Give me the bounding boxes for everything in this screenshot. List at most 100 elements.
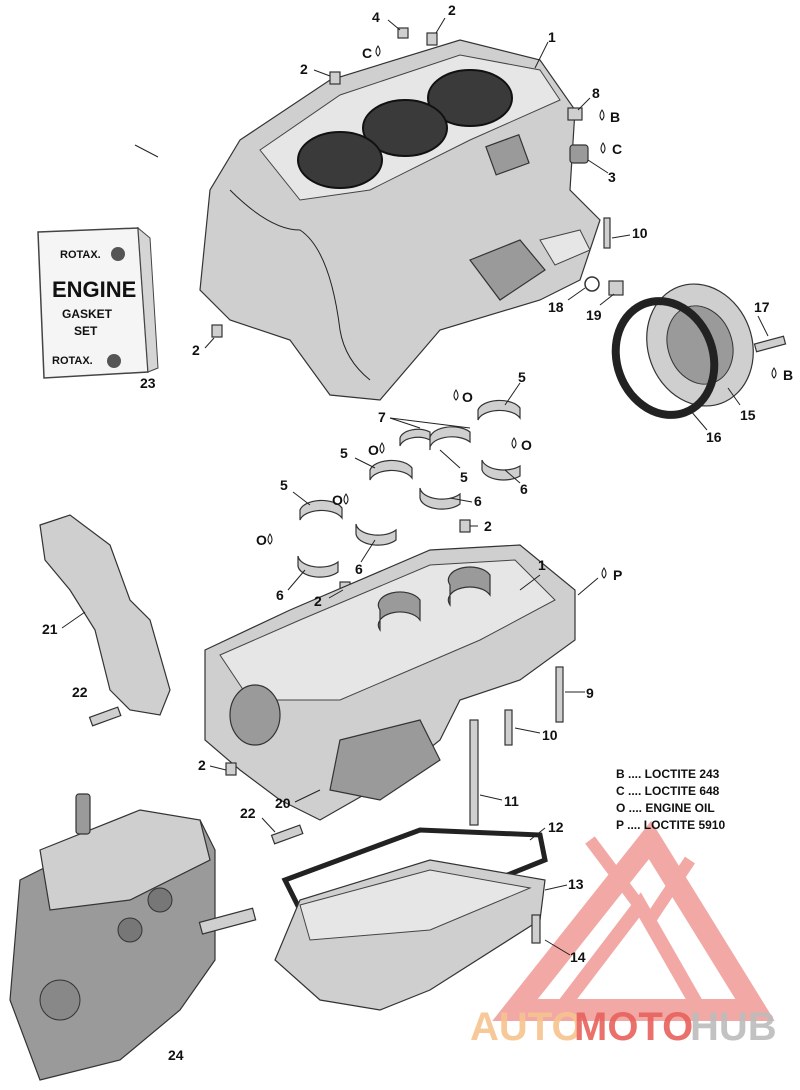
drop-icon: [600, 142, 606, 154]
callout-4: 4: [372, 9, 380, 25]
drop-icon: [601, 567, 607, 579]
legend-line-b: B .... LOCTITE 243: [616, 767, 720, 781]
callout-18: 18: [548, 299, 564, 315]
plug-4: [397, 27, 409, 39]
watermark-text: AUTO MOTO HUB: [470, 1005, 777, 1049]
leader-lines: [61, 17, 769, 956]
callout-7: 7: [378, 409, 386, 425]
callout-1-low: 1: [538, 557, 546, 573]
symbol-b-17: B: [783, 367, 793, 383]
bolt-22-upper: [88, 706, 122, 727]
legend-line-o: O .... ENGINE OIL: [616, 801, 715, 815]
drop-icon: [771, 367, 777, 379]
callout-2-left: 2: [300, 61, 308, 77]
brp-logo-icon: [111, 247, 125, 261]
watermark-text-auto: AUTO: [470, 1005, 583, 1049]
callout-2-mid-left: 2: [192, 342, 200, 358]
drop-icon: [511, 437, 517, 449]
callout-9: 9: [586, 685, 594, 701]
engine-assembly-24: [9, 793, 257, 1081]
plug-2-mid: [459, 519, 471, 533]
callout-labels: 1 2 2 4 8 3 10 18 19 17 15 16 2 23 5 7 5…: [42, 2, 770, 1063]
callout-8: 8: [592, 85, 600, 101]
callout-2-low: 2: [314, 593, 322, 609]
substance-symbols: C B C B P O O O O O: [256, 45, 793, 583]
symbol-o-c: O: [521, 437, 532, 453]
fitting-19: [608, 280, 624, 296]
callout-10-low: 10: [542, 727, 558, 743]
callout-2-bottom: 2: [198, 757, 206, 773]
gasket-kit-brand-bottom: ROTAX.: [52, 355, 93, 367]
oring-18: [584, 276, 600, 292]
legend-line-c: C .... LOCTITE 648: [616, 784, 720, 798]
bolt-11: [469, 719, 479, 826]
bolt-14: [531, 914, 541, 944]
callout-17: 17: [754, 299, 770, 315]
plug-2-left-top: [329, 71, 341, 85]
callout-1-top: 1: [548, 29, 556, 45]
gasket-16: [611, 297, 719, 419]
callout-22-b: 22: [240, 805, 256, 821]
callout-15: 15: [740, 407, 756, 423]
watermark-text-hub: HUB: [690, 1005, 777, 1049]
callout-13: 13: [568, 876, 584, 892]
symbol-o-a: O: [462, 389, 473, 405]
callout-5-c: 5: [460, 469, 468, 485]
drop-icon: [375, 45, 381, 57]
gasket-set-card: ROTAX. ENGINE GASKET SET ROTAX.: [37, 226, 159, 379]
crankcase-lower: [204, 544, 576, 821]
callout-6-a: 6: [520, 481, 528, 497]
gasket-kit-title: ENGINE: [52, 277, 136, 302]
callout-12: 12: [548, 819, 564, 835]
gasket-kit-line3: SET: [74, 324, 98, 338]
drop-icon: [453, 389, 459, 401]
drop-icon: [379, 442, 385, 454]
callout-11: 11: [504, 793, 519, 809]
callout-6-c: 6: [355, 561, 363, 577]
callout-5-a: 5: [518, 369, 526, 385]
callout-5-d: 5: [280, 477, 288, 493]
callout-16: 16: [706, 429, 722, 445]
drop-icon: [267, 533, 273, 545]
sleeve-3: [569, 144, 589, 164]
callout-21: 21: [42, 621, 58, 637]
symbol-c-4: C: [362, 45, 372, 61]
watermark-text-moto: MOTO: [574, 1005, 693, 1049]
bolt-17: [753, 335, 787, 353]
callout-6-b: 6: [474, 493, 482, 509]
watermark-logo-mark: [492, 820, 775, 1021]
bolt-10-low: [504, 709, 513, 746]
plug-2-mid-left: [211, 324, 223, 338]
callout-19: 19: [586, 307, 602, 323]
substance-legend: B .... LOCTITE 243 C .... LOCTITE 648 O …: [616, 767, 725, 832]
symbol-p-1: P: [613, 567, 622, 583]
callout-20: 20: [275, 795, 291, 811]
symbol-c-3: C: [612, 141, 622, 157]
callout-10-top: 10: [632, 225, 648, 241]
brp-logo-icon-bottom: [107, 354, 121, 368]
gasket-kit-brand-top: ROTAX.: [60, 249, 101, 261]
legend-line-p: P .... LOCTITE 5910: [616, 818, 725, 832]
callout-24: 24: [168, 1047, 184, 1063]
bolt-10-top: [603, 217, 611, 249]
symbol-o-b: O: [368, 442, 379, 458]
plug-2-top: [426, 32, 438, 46]
callout-2-top: 2: [448, 2, 456, 18]
callout-5-b: 5: [340, 445, 348, 461]
engine-bracket-21: [39, 514, 171, 716]
plug-2-bottom: [225, 762, 237, 776]
screw-8: [567, 107, 583, 121]
drop-icon: [343, 493, 349, 505]
symbol-b-8: B: [610, 109, 620, 125]
callout-22-a: 22: [72, 684, 88, 700]
symbol-o-d: O: [332, 492, 343, 508]
callout-14: 14: [570, 949, 586, 965]
drop-icon: [599, 109, 605, 121]
callout-6-d: 6: [276, 587, 284, 603]
bolt-22-lower: [270, 824, 304, 845]
callout-3: 3: [608, 169, 616, 185]
cylinder-block-upper: [199, 39, 601, 401]
symbol-o-e: O: [256, 532, 267, 548]
gasket-kit-line2: GASKET: [62, 307, 113, 321]
